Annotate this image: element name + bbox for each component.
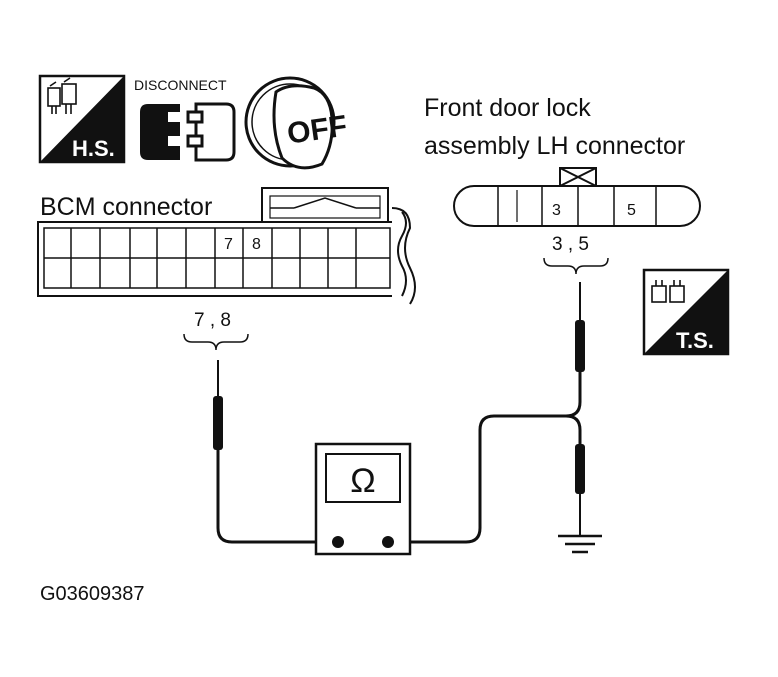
bcm-probe-pins-label: 7 , 8 [194, 310, 231, 331]
door-lock-connector: Front door lock assembly LH connector 3 … [424, 94, 701, 227]
meter-terminal-left [332, 536, 344, 548]
terminal-side-icon: T.S. [642, 268, 730, 356]
harness-side-icon: H.S. [38, 74, 126, 164]
bcm-pin-8: 8 [252, 236, 261, 253]
ohmmeter: Ω [314, 442, 412, 556]
door-lock-title-line1: Front door lock [424, 94, 591, 122]
bcm-connector-title: BCM connector [40, 193, 212, 221]
ground-probe [575, 444, 585, 536]
terminal-side-label: T.S. [676, 328, 714, 353]
door-lock-probe [388, 282, 585, 544]
bcm-probe-brace [183, 333, 249, 351]
disconnect-icon: DISCONNECT [134, 77, 236, 162]
bcm-connector: BCM connector 7 8 [37, 187, 416, 305]
harness-side-label: H.S. [72, 136, 115, 161]
meter-terminal-right [382, 536, 394, 548]
disconnect-label: DISCONNECT [134, 77, 227, 93]
door-lock-title-line2: assembly LH connector [424, 132, 685, 160]
door-lock-pin-3: 3 [552, 202, 561, 219]
ignition-off-label: OFF [285, 110, 349, 151]
door-lock-probe-pins-label: 3 , 5 [552, 234, 589, 255]
ohm-symbol: Ω [350, 462, 375, 500]
bcm-probe [213, 360, 338, 544]
door-lock-probe-brace [543, 257, 609, 275]
ignition-off-icon: OFF [244, 76, 349, 170]
ground-icon [558, 534, 602, 554]
bcm-pin-7: 7 [224, 236, 233, 253]
door-lock-pin-5: 5 [627, 202, 636, 219]
figure-code: G03609387 [40, 583, 145, 605]
